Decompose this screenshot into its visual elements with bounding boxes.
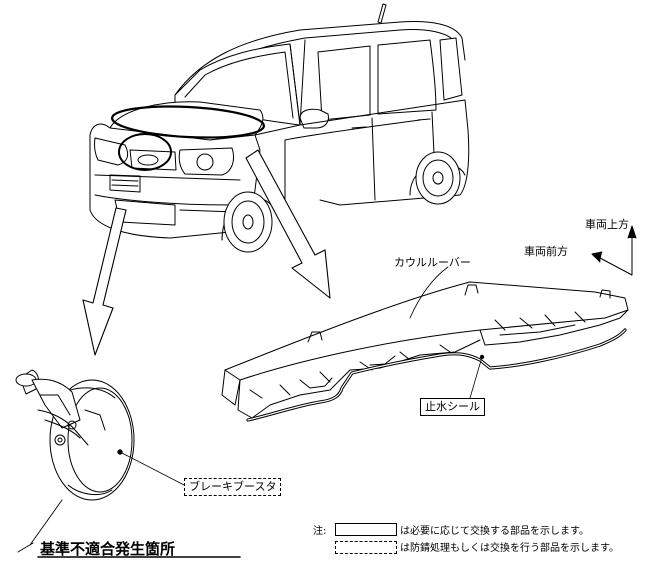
car-illustration (89, 3, 470, 253)
arrow-to-brake-booster (82, 207, 127, 356)
title-pointer (29, 499, 63, 546)
label-water-seal: 止水シール (420, 398, 485, 416)
label-vehicle-up: 車両上方 (585, 218, 629, 231)
legend-note-prefix: 注: (313, 526, 327, 537)
label-cowl-louver: カウルルーバー (394, 256, 471, 269)
arrow-to-cowl-louver (245, 149, 331, 299)
direction-indicator (591, 225, 637, 276)
brake-booster-illustration (15, 369, 135, 501)
brake-booster-leader (119, 451, 187, 487)
page-title: 基準不適合発生箇所 (40, 540, 176, 558)
label-brake-booster: ブレーキブースタ (184, 478, 282, 496)
legend-solid-box (335, 523, 397, 536)
label-vehicle-front: 車両前方 (524, 245, 568, 258)
cowl-louver-illustration (221, 281, 629, 422)
legend-dashed-box (335, 541, 397, 554)
cowl-louver-leader (409, 266, 449, 319)
legend-dashed-description: は防錆処理もしくは交換を行う部品を示します。 (400, 543, 619, 554)
legend-solid-description: は必要に応じて交換する部品を示します。 (400, 526, 589, 537)
water-seal-leader (469, 356, 483, 399)
